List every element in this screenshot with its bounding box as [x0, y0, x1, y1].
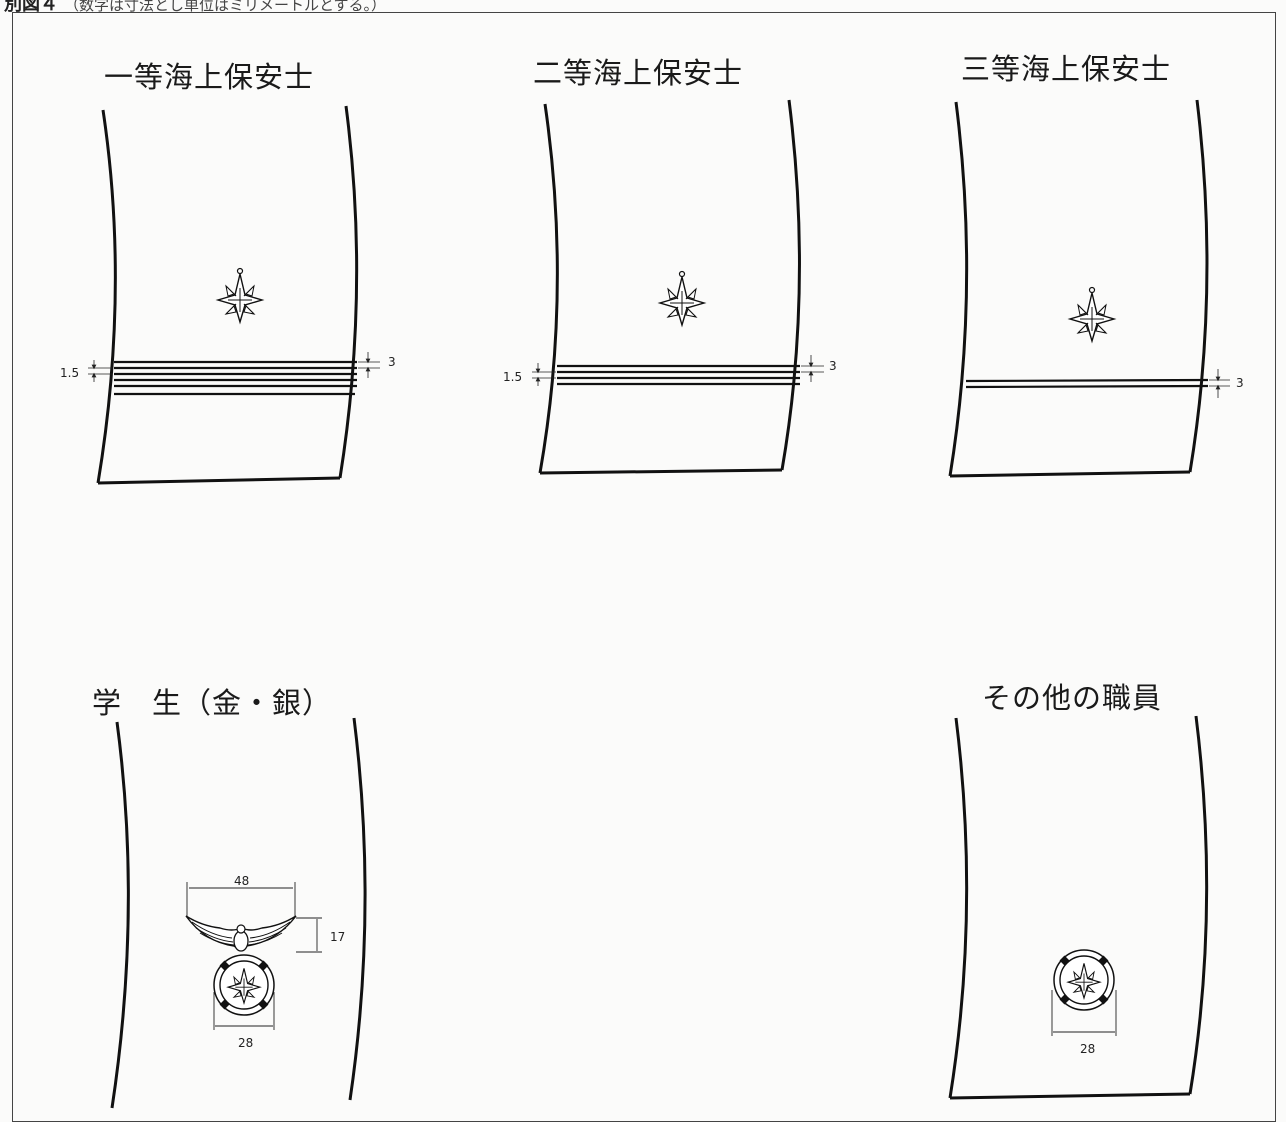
- rank2-compass-icon: [659, 270, 705, 326]
- rank3-stripes: [965, 378, 1209, 389]
- other-dim-marks: [1051, 990, 1117, 1036]
- rank2-line-dim: 1.5: [503, 370, 522, 384]
- rank3-title: 三等海上保安士: [961, 52, 1172, 86]
- rank1-sleeve: [96, 105, 359, 485]
- rank3-sleeve: [948, 99, 1209, 478]
- other-badge-icon: [1053, 949, 1115, 1011]
- rank2-stripe-dim: 3: [829, 359, 837, 373]
- student-badge-dim: 28: [238, 1036, 253, 1050]
- rank3-stripe-dim: 3: [1236, 376, 1244, 390]
- figure-note: （数字は寸法とし単位はミリメートルとする。）: [64, 0, 387, 14]
- student-width-dim: 48: [234, 874, 249, 888]
- rank2-stripes: [557, 364, 800, 386]
- student-dim-marks: [186, 882, 322, 1030]
- rank1-compass-icon: [217, 267, 263, 323]
- student-sleeve: [110, 717, 367, 1109]
- other-sleeve: [948, 715, 1209, 1100]
- rank1-dim-marks: [88, 352, 380, 382]
- rank1-title: 一等海上保安士: [104, 60, 315, 94]
- eagle-icon: [185, 915, 297, 952]
- student-title: 学 生（金・銀）: [92, 686, 333, 720]
- rank2-dim-marks: [532, 355, 824, 386]
- rank3-dim-marks: [1209, 369, 1230, 398]
- rank1-line-dim: 1.5: [60, 366, 79, 380]
- rank2-sleeve: [538, 99, 801, 475]
- other-title: その他の職員: [982, 681, 1163, 715]
- other-badge-dim: 28: [1080, 1042, 1095, 1056]
- rank2-title: 二等海上保安士: [533, 56, 744, 90]
- rank1-stripes: [114, 360, 357, 396]
- rank1-stripe-dim: 3: [388, 355, 396, 369]
- figure-header: 別図４ （数字は寸法とし単位はミリメートルとする。）: [4, 0, 387, 15]
- student-badge-icon: [213, 954, 275, 1016]
- figure-number: 別図４: [4, 0, 58, 15]
- rank3-compass-icon: [1069, 286, 1115, 342]
- student-height-dim: 17: [330, 930, 345, 944]
